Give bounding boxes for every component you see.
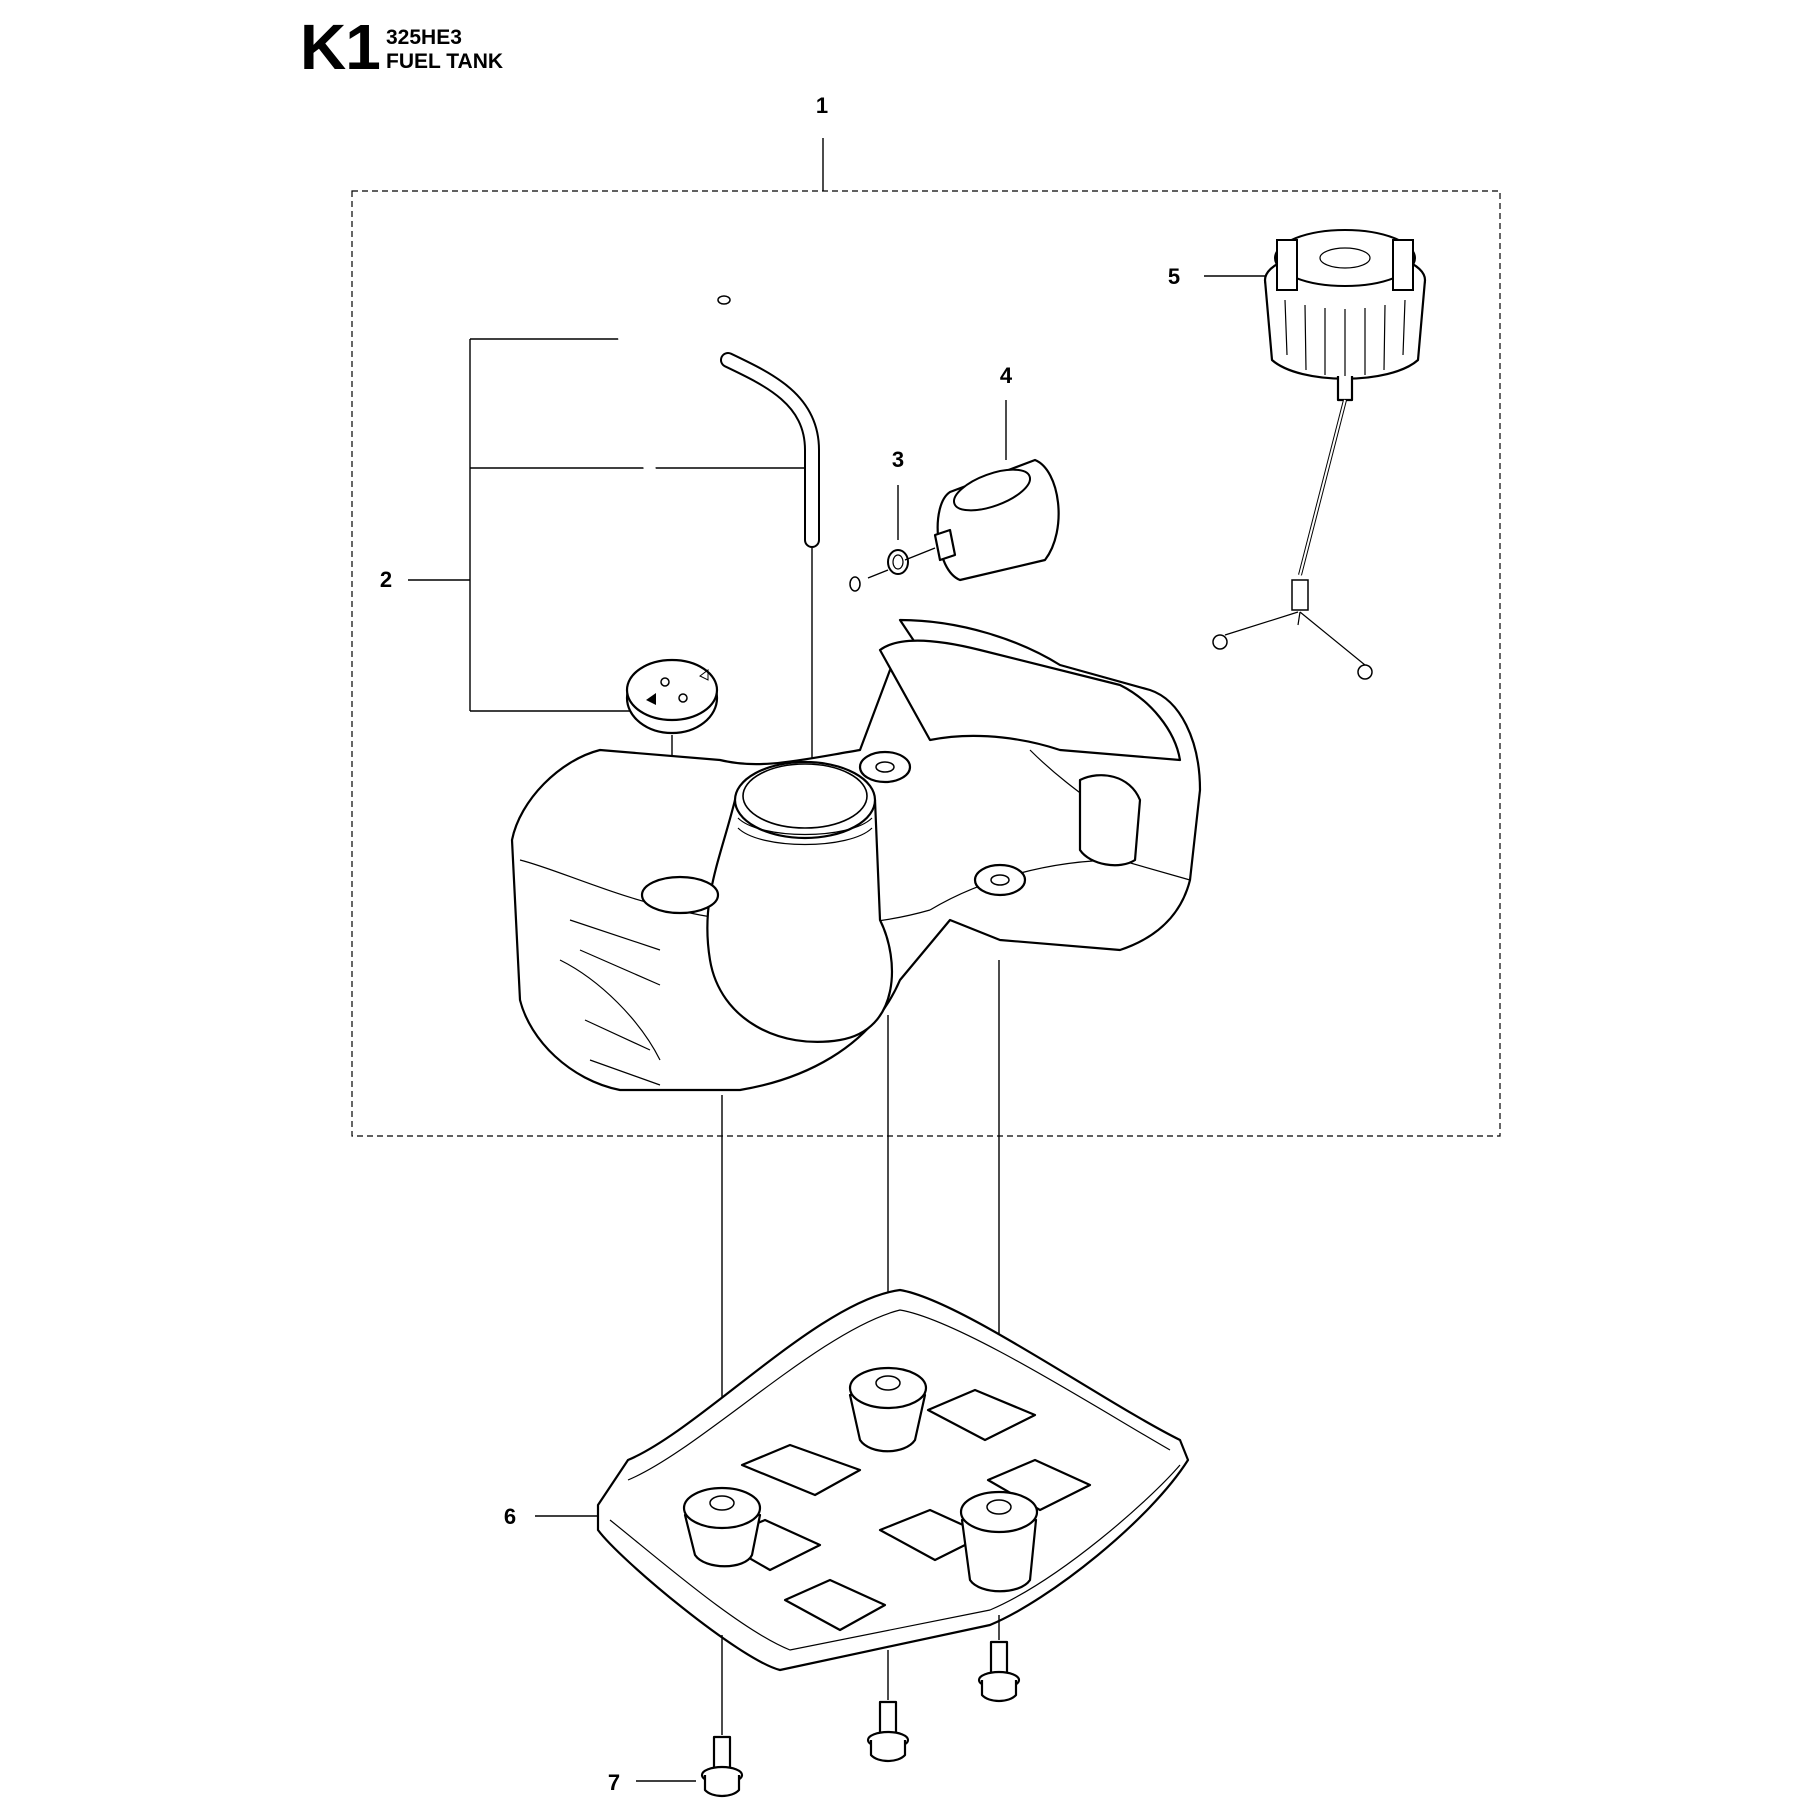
callout-number: 1 — [816, 93, 828, 118]
mount-hole — [858, 750, 912, 784]
base-boss — [959, 1490, 1039, 1593]
fuel-hose-long[interactable] — [616, 234, 861, 649]
fuel-filter[interactable] — [904, 458, 1060, 582]
callout-number: 7 — [608, 1770, 620, 1795]
base-boss — [682, 1486, 762, 1568]
callout-2[interactable]: 2 — [380, 338, 810, 712]
page-code: K1 — [300, 11, 381, 83]
hose-clamp[interactable] — [867, 549, 909, 579]
screw[interactable] — [977, 1640, 1021, 1703]
callout-5[interactable]: 5 — [1168, 264, 1268, 289]
page-title: FUEL TANK — [386, 50, 504, 73]
callout-number: 3 — [892, 447, 904, 472]
tank-vent-grommet[interactable] — [625, 658, 719, 880]
base-opening — [783, 1578, 887, 1632]
callout-number: 4 — [1000, 363, 1013, 388]
callout-1[interactable]: 1 — [816, 93, 828, 191]
tank-base-plate[interactable] — [596, 1288, 1190, 1672]
screw[interactable] — [866, 1700, 910, 1763]
callout-3[interactable]: 3 — [892, 447, 904, 540]
base-opening — [740, 1443, 862, 1497]
callout-6[interactable]: 6 — [504, 1504, 598, 1529]
screw[interactable] — [700, 1735, 744, 1798]
callout-number: 2 — [380, 567, 392, 592]
model-number: 325HE3 — [386, 26, 462, 49]
base-opening — [926, 1388, 1037, 1442]
fuel-hose-short[interactable] — [720, 352, 820, 780]
callout-7[interactable]: 7 — [608, 1770, 696, 1795]
mount-hole — [973, 863, 1027, 897]
base-boss — [848, 1366, 928, 1453]
callout-number: 5 — [1168, 264, 1180, 289]
callout-4[interactable]: 4 — [1000, 363, 1013, 460]
kit-boundary — [351, 190, 1501, 1137]
fuel-cap[interactable] — [1212, 229, 1427, 680]
fuel-tank[interactable] — [510, 618, 1202, 1092]
callout-number: 6 — [504, 1504, 516, 1529]
